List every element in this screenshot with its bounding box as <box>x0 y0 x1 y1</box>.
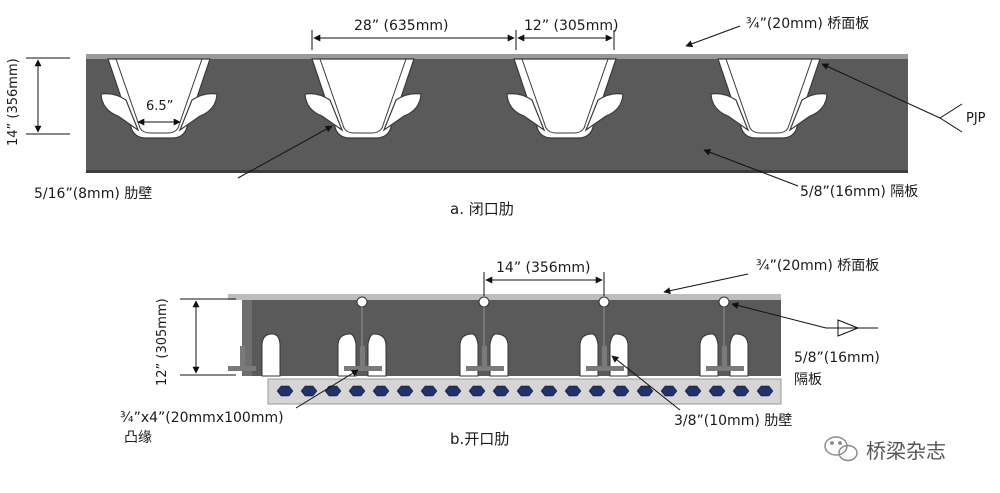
closed-rib-cutouts <box>100 58 828 139</box>
watermark-text: 桥梁杂志 <box>866 439 946 463</box>
open-dim-height: 12” (305mm) <box>155 298 170 386</box>
wechat-icon <box>824 436 858 462</box>
closed-caption: a. 闭口肋 <box>450 200 514 218</box>
closed-dim-bottom: 6.5” <box>146 99 173 114</box>
watermark: 桥梁杂志 <box>824 436 946 463</box>
open-dim-pitch: 14” (356mm) <box>496 260 590 276</box>
open-rib-diagram: 14” (356mm) ¾”(20mm) 桥面板 12” (305mm) 5/8… <box>120 258 880 448</box>
closed-deck-plate <box>86 54 908 59</box>
open-flange-label-2: 凸缘 <box>124 430 152 446</box>
open-diaphragm-label-2: 隔板 <box>794 372 822 388</box>
open-flange-label-1: ¾”x4”(20mmx100mm) <box>120 410 284 426</box>
closed-diaphragm-label: 5/8”(16mm) 隔板 <box>800 184 918 200</box>
open-deck-label: ¾”(20mm) 桥面板 <box>756 258 879 274</box>
open-deck-plate <box>228 294 781 300</box>
open-diaphragm-label-1: 5/8”(16mm) <box>794 350 880 366</box>
closed-dim-pitch: 28” (635mm) <box>354 18 448 34</box>
closed-rib-diagram: 28” (635mm) 12” (305mm) ¾”(20mm) 桥面板 14”… <box>6 16 986 218</box>
closed-deck-label: ¾”(20mm) 桥面板 <box>746 16 869 32</box>
closed-dim-gap: 12” (305mm) <box>524 18 618 34</box>
open-rib-wall-label: 3/8”(10mm) 肋壁 <box>674 413 792 429</box>
open-diaphragm <box>242 300 781 376</box>
open-caption: b.开口肋 <box>450 430 509 448</box>
closed-rib-wall-label: 5/16”(8mm) 肋壁 <box>34 186 152 202</box>
open-rib-cutouts <box>261 333 749 377</box>
weld-label: PJP <box>966 111 986 126</box>
closed-dim-height: 14” (356mm) <box>6 58 21 146</box>
